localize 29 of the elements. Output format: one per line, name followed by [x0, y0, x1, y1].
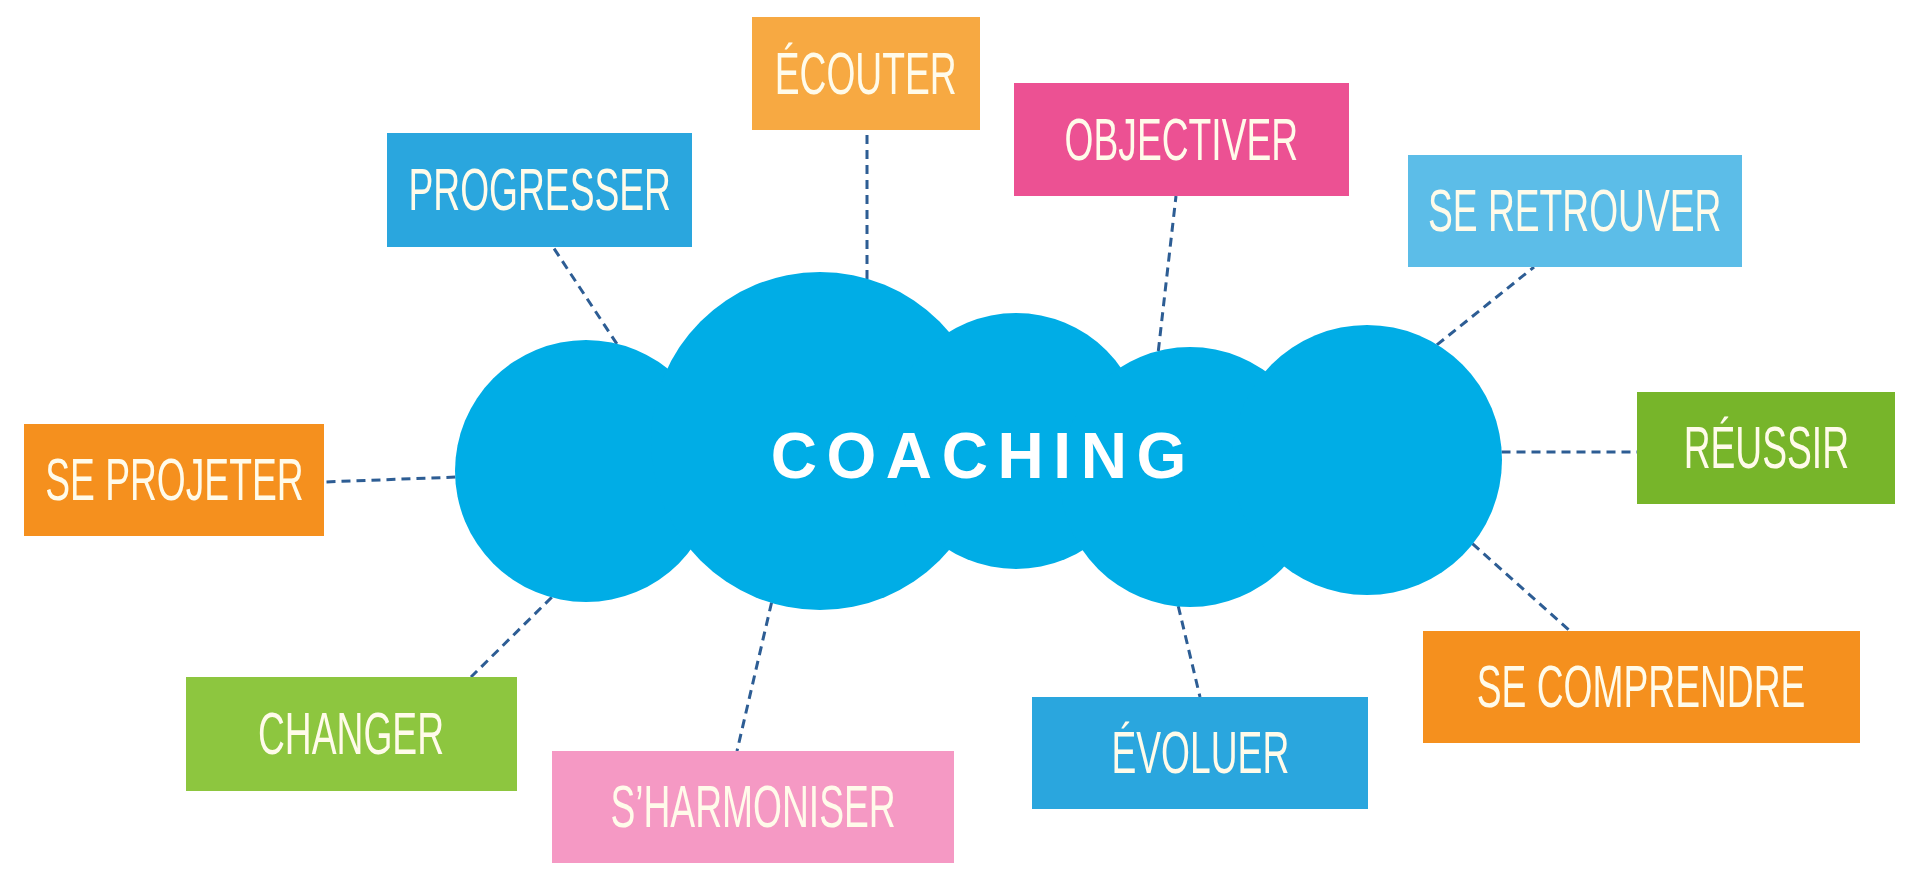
- box-label: SE RETROUVER: [1428, 181, 1722, 241]
- label-box: [1423, 631, 1860, 743]
- dashed-connector: [1156, 195, 1178, 352]
- box-label: OBJECTIVER: [1064, 109, 1299, 170]
- label-box: [1408, 155, 1742, 267]
- box-label: ÉVOLUER: [1111, 723, 1289, 783]
- box-label: PROGRESSER: [408, 160, 671, 220]
- label-box: [186, 677, 517, 791]
- box-label: SE PROJETER: [44, 450, 304, 510]
- box-label: RÉUSSIR: [1683, 418, 1849, 478]
- box-label: S’HARMONISER: [610, 777, 896, 837]
- dashed-connector: [323, 475, 456, 484]
- box-label: SE COMPRENDRE: [1477, 657, 1806, 717]
- dashed-connector: [1176, 605, 1202, 698]
- dashed-connector: [551, 246, 619, 345]
- label-box: [552, 751, 954, 863]
- label-box: [1014, 83, 1349, 196]
- box-label: CHANGER: [258, 704, 445, 764]
- label-box: [24, 424, 324, 536]
- label-box: [387, 133, 692, 247]
- cloud-label: COACHING: [769, 424, 1196, 488]
- box-label: ÉCOUTER: [775, 43, 957, 104]
- label-box: [752, 17, 980, 130]
- dashed-connector: [469, 596, 553, 679]
- dashed-connector: [1435, 265, 1535, 347]
- label-box: [1032, 697, 1368, 809]
- dashed-connector: [735, 602, 774, 752]
- dashed-connector: [1471, 542, 1571, 633]
- label-box: [1637, 392, 1895, 504]
